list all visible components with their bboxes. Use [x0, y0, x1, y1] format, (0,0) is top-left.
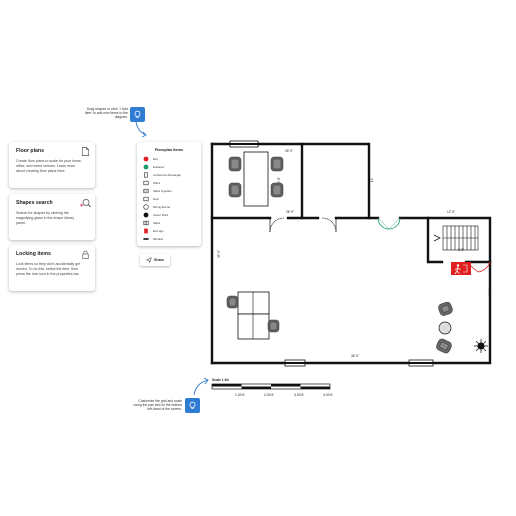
- dim-top-room-height: 9' 6": [277, 176, 282, 184]
- lock-icon: [82, 250, 89, 259]
- share-button[interactable]: Share: [140, 254, 170, 266]
- legend-item: Stairs Together: [142, 188, 172, 194]
- dining-round: [436, 301, 453, 354]
- shapes-search-card[interactable]: Shapes search Search for shapes by click…: [9, 194, 95, 240]
- legend-item: Stairs: [142, 220, 160, 226]
- dim-top-room-bottom: 26' 9": [286, 210, 294, 214]
- drag-tip: Drag shapes or click '+ Add Item' to add…: [84, 107, 128, 120]
- dim-stair-top: 12' 5": [447, 210, 455, 214]
- card-title: Shapes search: [16, 200, 53, 206]
- wall: [300, 142, 371, 220]
- card-title: Locking items: [16, 251, 51, 257]
- office-desks: [226, 291, 280, 340]
- legend-item: Office: [142, 180, 160, 186]
- legend-item: Door: [142, 196, 159, 202]
- locking-items-card[interactable]: Locking items Lock items so they don't a…: [9, 245, 95, 291]
- legend-item: Exit sign: [142, 228, 164, 234]
- dim-closet-height: 14': [370, 177, 375, 183]
- document-icon: [81, 147, 90, 156]
- scale-bar: [211, 383, 331, 390]
- legend-item: Indoor Plant: [142, 212, 168, 218]
- card-body: Create floor plans to scale for your hom…: [16, 159, 82, 173]
- door-swing: [269, 217, 285, 233]
- dim-main-bottom: 36' 6": [351, 354, 359, 358]
- window-bar: [230, 143, 258, 145]
- tip-arrow-bottom: [193, 377, 209, 396]
- indoor-plant: [474, 339, 488, 353]
- legend-item: Window: [142, 236, 163, 242]
- card-body: Search for shapes by clicking the magnif…: [16, 211, 75, 225]
- legend-panel: Floorplan Items Exit Entrance Conference…: [137, 142, 201, 246]
- send-icon: [146, 257, 152, 263]
- entrance-door: [377, 217, 401, 230]
- legend-item: Conference Rectangle: [142, 172, 181, 178]
- help-button-top[interactable]: [130, 107, 145, 122]
- legend-title: Floorplan Items: [154, 148, 184, 152]
- scale-tick: 3.00 ft: [294, 393, 304, 397]
- help-button-bottom[interactable]: [185, 398, 200, 413]
- stairs: [433, 225, 479, 251]
- legend-item: Entrance: [142, 164, 164, 170]
- legend-item: Exit: [142, 156, 158, 162]
- door-swing: [321, 217, 337, 233]
- dim-top-room-width: 26' 9": [285, 149, 293, 153]
- tip-arrow-top: [135, 121, 147, 138]
- exit-sign: [451, 262, 471, 275]
- bulb-icon: [189, 401, 196, 410]
- scale-title: Scale 1:64: [212, 378, 229, 382]
- dim-main-left: 33' 5": [216, 250, 221, 258]
- card-body: Lock items so they don't accidentally ge…: [16, 262, 81, 276]
- legend-item: Dining Round: [142, 204, 170, 210]
- scale-tick: 4.00 ft: [323, 393, 333, 397]
- conference-table: [228, 151, 284, 207]
- window-bar: [409, 362, 433, 364]
- wall: [426, 216, 444, 264]
- dim-stair-bottom: 8' 5": [458, 248, 465, 252]
- card-title: Floor plans: [16, 148, 44, 154]
- scale-tip: Customize the grid and scale using the p…: [133, 399, 182, 412]
- wall: [210, 216, 492, 365]
- search-icon: [80, 199, 91, 208]
- share-label: Share: [154, 258, 164, 262]
- bulb-icon: [134, 110, 141, 119]
- scale-tick: 2.00 ft: [264, 393, 274, 397]
- floor-plans-card[interactable]: Floor plans Create floor plans to scale …: [9, 142, 95, 188]
- window-bar: [285, 362, 305, 364]
- scale-tick: 1.00 ft: [235, 393, 245, 397]
- dim-main-right: 18' 5": [487, 288, 492, 296]
